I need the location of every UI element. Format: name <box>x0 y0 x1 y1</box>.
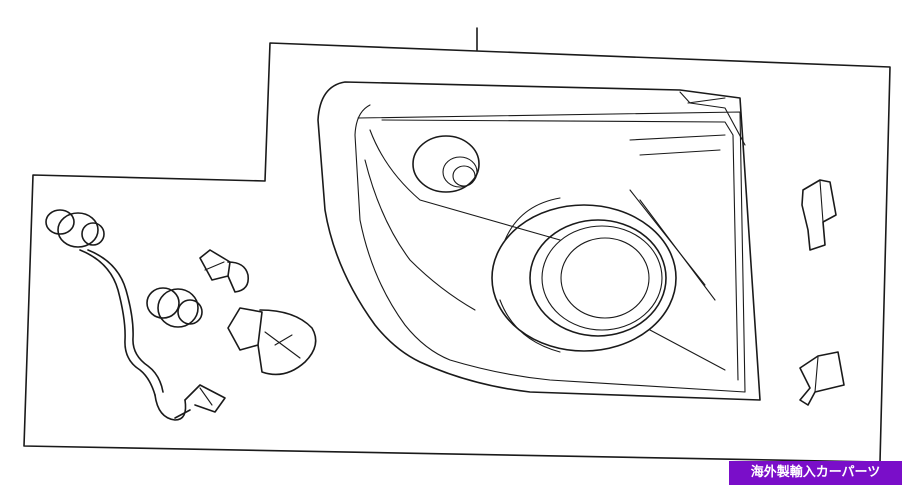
tail-lamp-housing <box>317 81 761 401</box>
mounting-bracket-upper <box>801 179 837 251</box>
small-bulb <box>199 249 250 293</box>
assembly-outline-panel <box>23 42 891 463</box>
large-bulb <box>227 307 317 376</box>
bulb-socket-wiring-harness <box>45 209 226 421</box>
mounting-bracket-lower <box>799 351 845 406</box>
watermark-badge: 海外製輸入カーパーツ <box>729 461 902 485</box>
